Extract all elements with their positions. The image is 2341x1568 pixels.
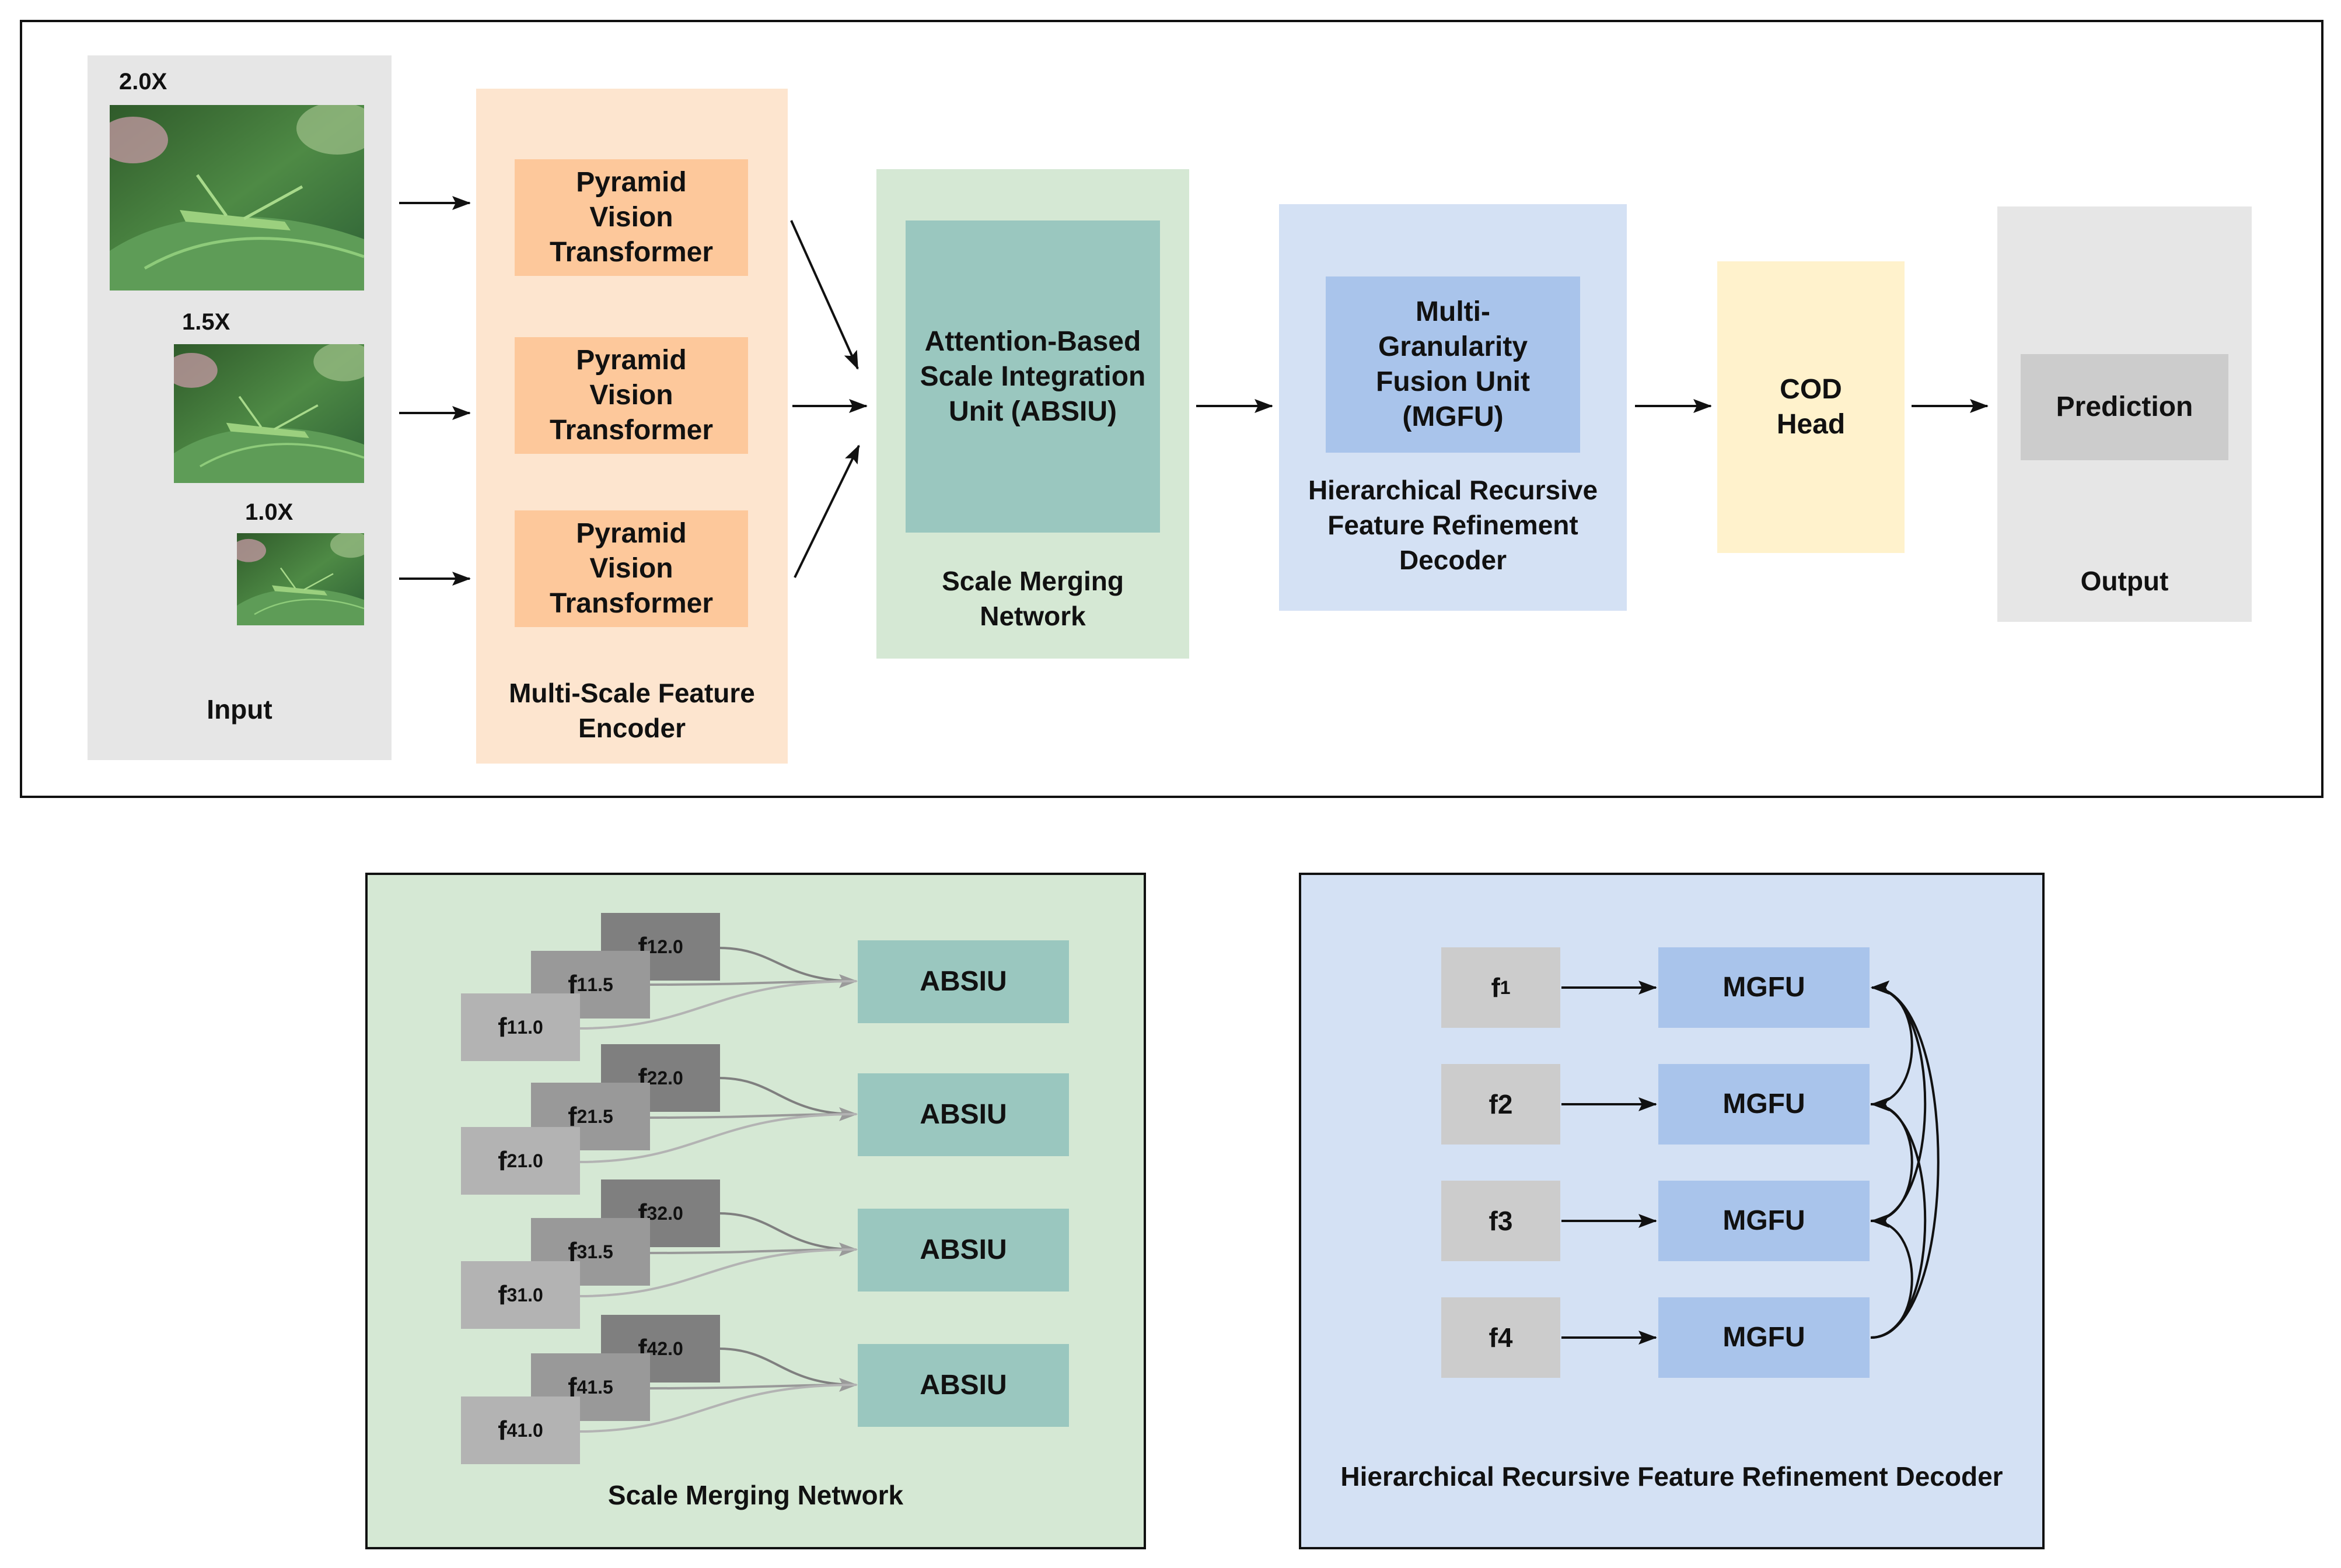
- scale-label-1-5x: 1.5X: [182, 309, 230, 335]
- feature-sup: 1.0: [517, 1016, 543, 1038]
- mgfu-block: Multi-Granularity Fusion Unit (MGFU): [1326, 276, 1580, 453]
- feature-sup: 2.0: [657, 1202, 683, 1224]
- feature-sub: 1: [1500, 977, 1511, 998]
- feature-sup: 1.5: [587, 1105, 613, 1127]
- feature-sub: 1: [576, 974, 588, 995]
- feature-base: f: [498, 1415, 507, 1446]
- merge-label: Scale Merging Network: [942, 566, 1124, 631]
- pvt-block-2: Pyramid Vision Transformer: [515, 337, 748, 454]
- decoder-label: Hierarchical Recursive Feature Refinemen…: [1308, 475, 1598, 575]
- merge-detail-caption: Scale Merging Network: [607, 1480, 904, 1510]
- grasshopper-image: [110, 105, 364, 290]
- feature-sup: 1.5: [587, 1241, 613, 1262]
- decoder-detail-caption: Hierarchical Recursive Feature Refinemen…: [1340, 1461, 2003, 1492]
- feature-base: f: [568, 1101, 577, 1132]
- feature-base: f: [498, 1146, 507, 1176]
- decoder-feature-4: f4: [1441, 1297, 1560, 1378]
- feature-base: f3: [1489, 1206, 1513, 1236]
- feature-sub: 4: [576, 1376, 588, 1398]
- feature-base: f: [568, 970, 577, 1000]
- feature-base: f: [568, 1237, 577, 1267]
- absiu-row-2: ABSIU: [858, 1073, 1069, 1156]
- feature-sup: 2.0: [657, 936, 683, 957]
- pvt-block-3: Pyramid Vision Transformer: [515, 510, 748, 627]
- mgfu-row-2: MGFU: [1658, 1064, 1870, 1144]
- feature-base: f: [498, 1280, 507, 1310]
- absiu-row-3: ABSIU: [858, 1209, 1069, 1292]
- feature-base: f: [498, 1012, 507, 1042]
- feature-sub: 3: [576, 1241, 588, 1262]
- grasshopper-image: [237, 533, 364, 625]
- overview-frame: [20, 20, 2323, 798]
- feature-base: f: [568, 1372, 577, 1402]
- feature-base: f2: [1489, 1089, 1513, 1119]
- mgfu-row-3: MGFU: [1658, 1181, 1870, 1261]
- absiu-row-1: ABSIU: [858, 940, 1069, 1023]
- decoder-feature-2: f2: [1441, 1064, 1560, 1144]
- input-image-1-5x: [174, 344, 364, 483]
- feature-sub: 2: [506, 1150, 518, 1171]
- absiu-block: Attention-Based Scale Integration Unit (…: [906, 220, 1160, 533]
- feature-sup: 1.5: [587, 974, 613, 995]
- encoder-label: Multi-Scale Feature Encoder: [509, 678, 755, 743]
- grasshopper-image: [174, 344, 364, 483]
- pvt-block-1: Pyramid Vision Transformer: [515, 159, 748, 276]
- absiu-row-4: ABSIU: [858, 1344, 1069, 1427]
- feature-sup: 1.0: [517, 1284, 543, 1306]
- feature-sub: 4: [506, 1419, 518, 1441]
- input-image-1x: [237, 533, 364, 625]
- prediction-block: Prediction: [2021, 354, 2228, 460]
- scale-label-2x: 2.0X: [119, 69, 167, 94]
- feature-sup: 1.0: [517, 1419, 543, 1441]
- output-label: Output: [2080, 566, 2169, 596]
- feature-sub: 1: [506, 1016, 518, 1038]
- feature-sup: 1.5: [587, 1376, 613, 1398]
- feature-sub: 3: [506, 1284, 518, 1306]
- decoder-feature-3: f3: [1441, 1181, 1560, 1261]
- feature-sup: 2.0: [657, 1067, 683, 1088]
- feature-sup: 1.0: [517, 1150, 543, 1171]
- cod-head: COD Head: [1717, 261, 1905, 553]
- scale-label-1x: 1.0X: [245, 499, 294, 525]
- input-image-2x: [110, 105, 364, 290]
- feature-base: f: [1491, 972, 1500, 1003]
- mgfu-row-4: MGFU: [1658, 1297, 1870, 1378]
- input-label: Input: [207, 694, 272, 724]
- feature-sup: 2.0: [657, 1338, 683, 1359]
- feature-base: f4: [1489, 1322, 1513, 1353]
- mgfu-row-1: MGFU: [1658, 947, 1870, 1028]
- feature-sub: 2: [576, 1105, 588, 1127]
